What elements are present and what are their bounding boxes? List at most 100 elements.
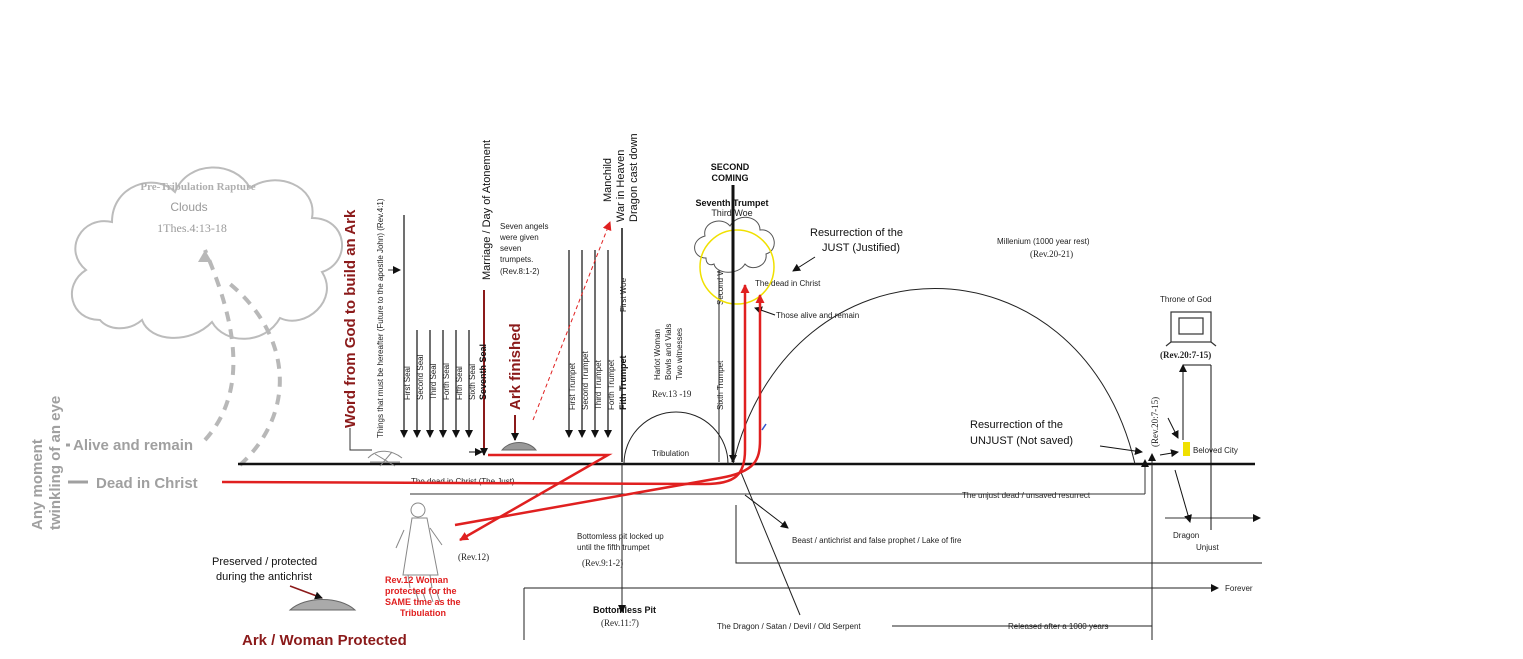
ark-bracket — [349, 428, 372, 451]
released-label: Released after a 1000 years — [1008, 622, 1109, 631]
dead-in-christ-label: Dead in Christ — [96, 475, 198, 492]
seal-4: Forth Seal — [442, 363, 451, 400]
second-woe-label: Second Woe — [716, 259, 725, 305]
beloved-city-marker — [1183, 442, 1190, 456]
red-l2: protected for the — [385, 586, 457, 596]
preserved-arrow — [289, 585, 323, 600]
manchild-l3: Dragon cast down — [628, 133, 640, 222]
preserved-l1: Preserved / protected — [212, 556, 317, 568]
preserved-l2: during the antichrist — [216, 571, 312, 583]
things-hereafter-label: Things that must be hereafter (Future to… — [376, 198, 385, 438]
rev20-label: (Rev.20:7-15) — [1150, 397, 1160, 447]
seal-lines — [400, 215, 473, 438]
unjust-dead-label: The unjust dead / unsaved resurrect — [962, 491, 1091, 500]
bottomless-l1: Bottomless pit locked up — [577, 532, 664, 541]
marriage-label: Marriage / Day of Atonement — [481, 140, 493, 280]
trumpet-2: Second Trumpet — [581, 351, 590, 410]
harlot-l2: Bowls and Vials — [664, 324, 673, 380]
angels-ref: (Rev.8:1-2) — [500, 267, 540, 276]
first-woe-label: First Woe — [619, 277, 628, 312]
beast-arrow — [744, 494, 789, 529]
rev12-label: (Rev.12) — [458, 552, 489, 562]
millenium-ref: (Rev.20-21) — [1030, 249, 1073, 259]
red-l4: Tribulation — [400, 608, 446, 618]
ark-finished-sketch — [500, 442, 538, 451]
twinkling-label: twinkling of an eye — [47, 396, 64, 530]
angels-l3: seven — [500, 244, 521, 253]
alive-remain-arrow — [754, 306, 776, 316]
beloved-city-label: Beloved City — [1193, 446, 1238, 455]
angels-l1: Seven angels — [500, 222, 548, 231]
to-city-arrow — [1159, 449, 1179, 458]
red-paths — [221, 284, 765, 542]
bottomless-pit-ref: (Rev.11:7) — [601, 618, 639, 628]
seventh-seal-label: Seventh Seal — [478, 344, 488, 400]
millennium-arc — [732, 288, 1136, 465]
ark-sketch — [367, 450, 403, 467]
forever-label: Forever — [1225, 584, 1253, 593]
seal-2: Second Seal — [416, 354, 425, 400]
fifth-trumpet-label: Fith Trumpet — [618, 356, 628, 411]
bottomless-l2: until the fifth trumpet — [577, 543, 650, 552]
res-unjust-l2: UNJUST (Not saved) — [970, 435, 1073, 447]
clouds-label: Clouds — [170, 200, 207, 214]
dragon-label: Dragon — [1173, 531, 1199, 540]
dash-arrow-head — [198, 250, 212, 262]
rapture-cloud: Pre-Tribulation Rapture Clouds 1Thes.4:1… — [70, 166, 344, 340]
bottomless-pit-label: Bottomless Pit — [593, 605, 656, 615]
res-unjust-arrow — [1099, 445, 1143, 455]
alive-remain-note: Those alive and remain — [776, 311, 859, 320]
dead-in-christ-note: The dead in Christ — [755, 279, 821, 288]
res-just-arrow — [792, 256, 816, 272]
bottomless-ref: (Rev.9:1-2) — [582, 558, 623, 568]
protected-ark-sketch — [288, 599, 357, 611]
trumpet-lines — [565, 228, 623, 462]
alive-remain-label: Alive and remain — [73, 437, 193, 454]
res-just-l2: JUST (Justified) — [822, 242, 900, 254]
throne-icon — [1165, 311, 1217, 347]
to-dragon-arrow — [1174, 469, 1192, 523]
harlot-l1: Harlot Woman — [653, 329, 662, 380]
ark-finished-label: Ark finished — [507, 323, 524, 410]
seal-1: First Seal — [403, 366, 412, 400]
trumpet-3: Third Trumpet — [594, 359, 603, 410]
yellow-circle — [699, 229, 775, 305]
thes-ref: 1Thes.4:13-18 — [157, 221, 227, 235]
res-just-l1: Resurrection of the — [810, 227, 903, 239]
angels-l2: were given — [499, 233, 539, 242]
rapture-title: Pre-Tribulation Rapture — [140, 181, 255, 193]
beast-label: Beast / antichrist and false prophet / L… — [792, 536, 962, 545]
serpent-label: The Dragon / Satan / Devil / Old Serpent — [717, 622, 861, 631]
serpent-drop-line — [739, 469, 801, 616]
to-city-arrow-2 — [1167, 417, 1179, 439]
tribulation-label: Tribulation — [652, 449, 689, 458]
red-l3: SAME time as the — [385, 597, 461, 607]
tribulation-arc — [623, 411, 729, 465]
trumpet-1: First Trumpet — [568, 362, 577, 410]
seal-6: Sixth Seal — [468, 364, 477, 400]
lake-of-fire-box — [735, 505, 1262, 564]
seal-5: Fifth Seal — [455, 366, 464, 400]
harlot-ref: Rev.13 -19 — [652, 389, 692, 399]
trumpet-4: Forth Trumpet — [607, 359, 616, 410]
seal-3: Third Seal — [429, 363, 438, 400]
res-unjust-l1: Resurrection of the — [970, 419, 1063, 431]
word-from-god-label: Word from God to build an Ark — [342, 209, 359, 428]
manchild-dashed-arrow — [532, 221, 612, 421]
unjust-label: Unjust — [1196, 543, 1219, 552]
red-l1: Rev.12 Woman — [385, 575, 448, 585]
second-coming-l2: COMING — [712, 173, 749, 183]
woman-sketch — [395, 502, 443, 589]
millenium-label: Millenium (1000 year rest) — [997, 237, 1090, 246]
harlot-l3: Two witnesses — [675, 328, 684, 380]
rapture-dashes — [203, 249, 282, 467]
any-moment-label: Any moment — [29, 439, 46, 530]
blue-tick — [761, 423, 767, 431]
angels-l4: trumpets. — [500, 255, 533, 264]
woman-hatching — [414, 589, 441, 603]
throne-label: Throne of God — [1160, 295, 1212, 304]
throne-ref: (Rev.20:7-15) — [1160, 350, 1211, 360]
manchild-l2: War in Heaven — [615, 150, 627, 222]
ark-woman-protected-label: Ark / Woman Protected — [242, 632, 407, 649]
